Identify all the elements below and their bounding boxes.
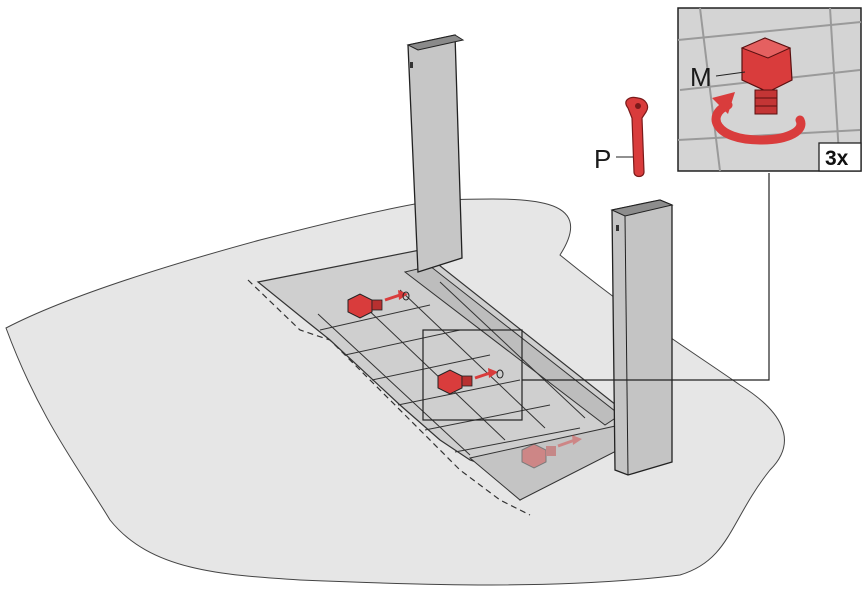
detail-leader-line — [522, 173, 770, 381]
highlight-frame — [422, 329, 523, 421]
adjustable-foot — [437, 368, 504, 395]
quantity-badge: 3x — [825, 147, 849, 170]
clockwise-arrow-icon — [711, 100, 806, 145]
front-column — [610, 199, 674, 476]
wrench-key-icon: P — [594, 96, 649, 178]
label-foot: M — [690, 62, 712, 92]
adjustable-foot — [521, 435, 582, 469]
rear-column — [406, 34, 465, 273]
label-tool: P — [594, 144, 611, 174]
enlarged-foot — [740, 37, 793, 115]
adjustable-foot — [347, 290, 410, 319]
detail-inset: M 3x — [677, 7, 862, 172]
